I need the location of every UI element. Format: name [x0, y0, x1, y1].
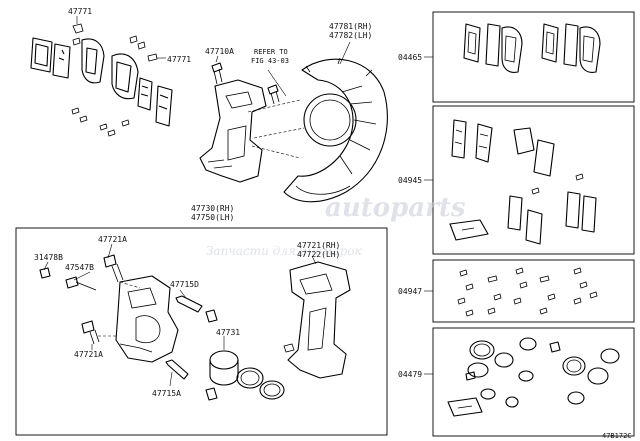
label-47721-rh: 47721(RH): [297, 241, 340, 250]
label-kit-04465: 04465: [398, 53, 422, 62]
caliper-box: [15, 227, 388, 436]
kit-04479-box: [424, 327, 635, 437]
label-47715d: 47715D: [170, 280, 199, 289]
label-47750-lh: 47750(LH): [191, 213, 234, 222]
disc-dust-shield: [283, 41, 388, 203]
label-47731: 47731: [216, 328, 240, 337]
label-47771-right: 47771: [167, 55, 191, 64]
label-refer-fig: FIG 43-03: [251, 57, 289, 65]
kit-04465-box: [424, 11, 635, 103]
label-47547b: 47547B: [65, 263, 94, 272]
kit-04945-box: [424, 105, 635, 255]
label-47771-top: 47771: [68, 7, 92, 16]
part-labels: 47771 47771 47710A REFER TO FIG 43-03 47…: [34, 7, 632, 440]
label-47722-lh: 47722(LH): [297, 250, 340, 259]
label-47782-lh: 47782(LH): [329, 31, 372, 40]
label-kit-04947: 04947: [398, 287, 422, 296]
caliper-mount-assembly: [199, 55, 305, 183]
figure-code: 47B172C: [602, 432, 632, 440]
label-kit-04945: 04945: [398, 176, 422, 185]
watermark-caption: Запчасти для иномарок: [206, 244, 362, 258]
brake-pad-group: [30, 16, 173, 137]
caliper-assembly: [39, 243, 351, 401]
label-47715a: 47715A: [152, 389, 181, 398]
watermark: autoparts Запчасти для иномарок: [206, 193, 466, 258]
label-47781-rh: 47781(RH): [329, 22, 372, 31]
label-31478b: 31478B: [34, 253, 63, 262]
label-47730-rh: 47730(RH): [191, 204, 234, 213]
label-47710a: 47710A: [205, 47, 234, 56]
label-refer-to: REFER TO: [254, 48, 288, 56]
kit-04947-box: [424, 259, 635, 323]
label-kit-04479: 04479: [398, 370, 422, 379]
watermark-logo: autoparts: [325, 193, 466, 223]
label-47721a-bottom: 47721A: [74, 350, 103, 359]
label-47721a-top: 47721A: [98, 235, 127, 244]
